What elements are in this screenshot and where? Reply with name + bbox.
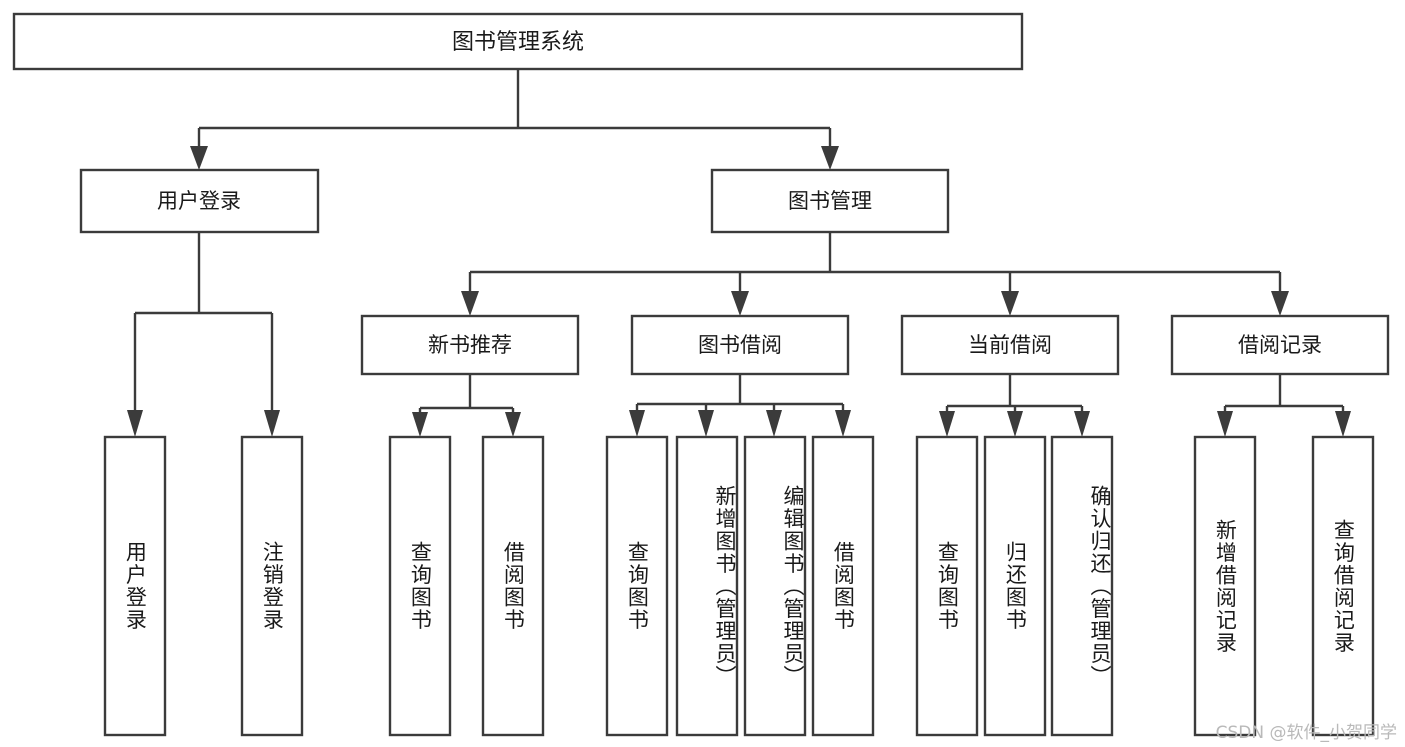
node-current-borrow-box[interactable] <box>900 314 1120 376</box>
arrow-icon-leaf-11 <box>1074 411 1090 437</box>
node-borrow-record[interactable]: 借阅记录 <box>1170 314 1390 376</box>
arrow-icon-leaf-3 <box>412 412 428 437</box>
csdn-watermark: CSDN @软件_小贺同学 <box>1215 723 1397 743</box>
connector-group-new-book-children <box>412 374 521 437</box>
arrow-icon-leaf-12 <box>1217 411 1233 437</box>
arrow-icon-l3-1 <box>461 291 479 316</box>
node-new-book-recommend[interactable]: 新书推荐 <box>360 314 580 376</box>
node-book-borrow[interactable]: 图书借阅 <box>630 314 850 376</box>
leaf-box-borrow-book[interactable] <box>811 435 875 737</box>
arrow-icon-leaf-2 <box>264 410 280 437</box>
node-user-login-box[interactable] <box>79 168 320 234</box>
node-root-label: 图书管理系统 <box>452 30 584 55</box>
node-borrow-record-label: 借阅记录 <box>1238 333 1322 357</box>
node-root[interactable]: 图书管理系统 <box>12 12 1024 71</box>
node-root-box[interactable] <box>12 12 1024 71</box>
leaf-box-query-book-new[interactable] <box>388 435 452 737</box>
arrow-icon-leaf-8 <box>835 410 851 437</box>
node-borrow-record-box[interactable] <box>1170 314 1390 376</box>
arrow-icon-leaf-7 <box>766 410 782 437</box>
arrow-icon-l3-2 <box>731 291 749 316</box>
arrow-icon-leaf-4 <box>505 412 521 437</box>
connector-group-book-mgmt-children <box>461 232 1289 316</box>
connector-group-record-children <box>1217 374 1351 437</box>
node-current-borrow-label: 当前借阅 <box>968 333 1052 357</box>
arrow-icon-book-mgmt <box>821 146 839 170</box>
node-user-login-label: 用户登录 <box>157 189 241 213</box>
node-current-borrow[interactable]: 当前借阅 <box>900 314 1120 376</box>
node-book-management[interactable]: 图书管理 <box>710 168 950 234</box>
leaf-box-edit-book-admin[interactable] <box>743 435 807 737</box>
node-new-book-recommend-label: 新书推荐 <box>428 333 512 357</box>
leaf-box-return-book[interactable] <box>983 435 1047 737</box>
leaf-box-confirm-return-admin[interactable] <box>1050 435 1114 737</box>
node-book-management-label: 图书管理 <box>788 189 872 213</box>
leaf-box-query-borrow-record[interactable] <box>1311 435 1375 737</box>
connector-group-root-to-level2 <box>190 69 839 170</box>
connector-group-current-borrow-children <box>939 374 1090 437</box>
connector-group-borrow-children <box>629 374 851 437</box>
leaf-box-borrow-book-new[interactable] <box>481 435 545 737</box>
arrow-icon-leaf-5 <box>629 410 645 437</box>
arrow-icon-user-login <box>190 146 208 170</box>
arrow-icon-l3-4 <box>1271 291 1289 316</box>
arrow-icon-l3-3 <box>1001 291 1019 316</box>
leaf-box-query-book-current[interactable] <box>915 435 979 737</box>
node-book-borrow-box[interactable] <box>630 314 850 376</box>
leaf-box-logout[interactable] <box>240 435 304 737</box>
leaf-box-query-book-borrow[interactable] <box>605 435 669 737</box>
leaf-box-user-login[interactable] <box>103 435 167 737</box>
arrow-icon-leaf-9 <box>939 411 955 437</box>
leaf-box-add-borrow-record[interactable] <box>1193 435 1257 737</box>
arrow-icon-leaf-10 <box>1007 411 1023 437</box>
node-book-borrow-label: 图书借阅 <box>698 333 782 357</box>
node-user-login[interactable]: 用户登录 <box>79 168 320 234</box>
connector-group-user-login-children <box>127 232 280 437</box>
arrow-icon-leaf-1 <box>127 410 143 437</box>
node-book-management-box[interactable] <box>710 168 950 234</box>
arrow-icon-leaf-13 <box>1335 411 1351 437</box>
node-new-book-recommend-box[interactable] <box>360 314 580 376</box>
leaf-box-add-book-admin[interactable] <box>675 435 739 737</box>
arrow-icon-leaf-6 <box>698 410 714 437</box>
